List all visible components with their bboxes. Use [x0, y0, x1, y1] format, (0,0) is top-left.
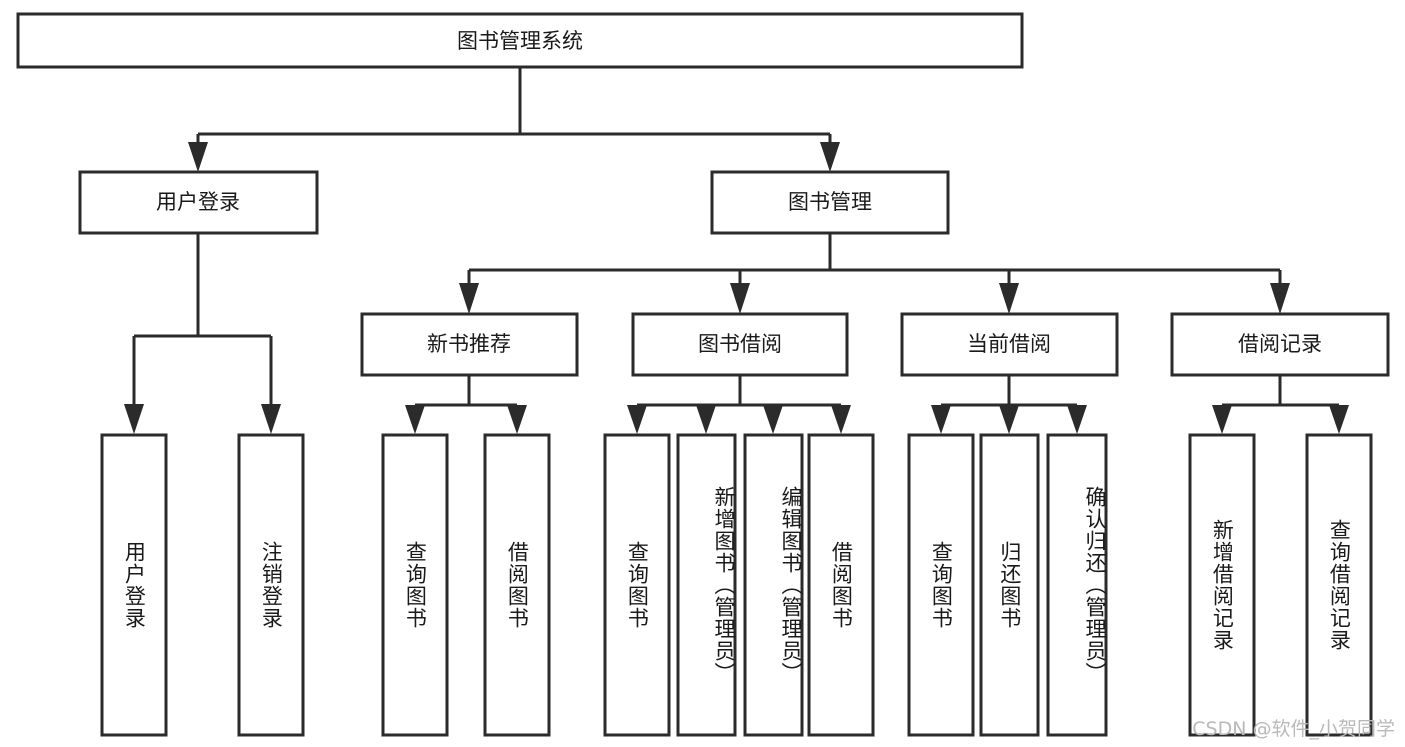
connector-group-current-borrow	[931, 375, 1087, 434]
arrow-head-leaf-record-add	[1212, 405, 1232, 434]
node-new-book-recommend[interactable]: 新书推荐	[360, 312, 579, 377]
node-borrow-record-label: 借阅记录	[1238, 332, 1322, 356]
arrow-head-book-manage	[820, 142, 840, 172]
node-root-box[interactable]	[16, 12, 1024, 69]
node-user-login[interactable]: 用户登录	[78, 170, 319, 235]
arrow-head-leaf-current-return-book	[999, 405, 1019, 434]
leaf-borrow-query-book-box[interactable]	[603, 433, 671, 737]
node-current-borrow-box[interactable]	[900, 312, 1119, 377]
arrow-head-leaf-borrow-borrow-book	[831, 405, 851, 434]
connector-group-new-book-recommend	[405, 375, 527, 434]
arrow-head-leaf-borrow-add-book	[696, 405, 716, 434]
node-new-book-recommend-label: 新书推荐	[427, 332, 511, 356]
node-book-borrow-label: 图书借阅	[698, 332, 782, 356]
leaf-user-login-box[interactable]	[100, 433, 168, 737]
node-current-borrow[interactable]: 当前借阅	[900, 312, 1119, 377]
arrow-head-leaf-user-login	[124, 404, 144, 434]
leaf-borrow-edit-book-box[interactable]	[743, 433, 804, 737]
node-current-borrow-label: 当前借阅	[967, 332, 1051, 356]
connector-group-user-login	[124, 233, 281, 434]
node-borrow-record-box[interactable]	[1170, 312, 1390, 377]
leaf-current-return-book-box[interactable]	[979, 433, 1040, 737]
connector-group-book-borrow	[627, 375, 851, 434]
node-book-borrow[interactable]: 图书借阅	[631, 312, 849, 377]
arrow-head-leaf-current-query-book	[931, 405, 951, 434]
node-borrow-record[interactable]: 借阅记录	[1170, 312, 1390, 377]
arrow-head-leaf-record-query	[1329, 405, 1349, 434]
leaf-rec-borrow-book-box[interactable]	[483, 433, 551, 737]
arrow-head-leaf-borrow-query-book	[627, 405, 647, 434]
connector-group-root	[188, 67, 840, 172]
node-book-manage-box[interactable]	[710, 170, 950, 235]
arrow-head-leaf-user-logout	[261, 404, 281, 434]
connector-group-book-manage	[459, 233, 1290, 314]
leaf-record-add-box[interactable]	[1188, 433, 1256, 737]
arrow-head-borrow-record	[1270, 283, 1290, 314]
node-book-manage-label: 图书管理	[788, 190, 872, 214]
arrow-head-user-login	[188, 142, 208, 172]
arrow-head-new-book-recommend	[459, 283, 479, 314]
connector-group-borrow-record	[1212, 375, 1349, 434]
leaf-user-logout-box[interactable]	[237, 433, 305, 737]
node-root[interactable]: 图书管理系统	[16, 12, 1024, 69]
leaf-current-confirm-return-box[interactable]	[1046, 433, 1108, 737]
leaf-record-query-box[interactable]	[1305, 433, 1373, 737]
arrow-head-book-borrow	[730, 283, 750, 314]
node-root-label: 图书管理系统	[457, 29, 583, 53]
arrow-head-current-borrow	[999, 283, 1019, 314]
arrow-head-leaf-current-confirm-return	[1067, 405, 1087, 434]
leaf-boxes	[100, 433, 1373, 737]
leaf-borrow-borrow-book-box[interactable]	[807, 433, 875, 737]
node-user-login-label: 用户登录	[156, 190, 240, 214]
leaf-current-query-book-box[interactable]	[907, 433, 975, 737]
node-book-manage[interactable]: 图书管理	[710, 170, 950, 235]
leaf-borrow-add-book-box[interactable]	[676, 433, 737, 737]
arrow-head-leaf-rec-borrow-book	[507, 405, 527, 434]
arrow-head-leaf-rec-query-book	[405, 405, 425, 434]
leaf-rec-query-book-box[interactable]	[381, 433, 449, 737]
node-new-book-recommend-box[interactable]	[360, 312, 579, 377]
node-user-login-box[interactable]	[78, 170, 319, 235]
arrow-head-leaf-borrow-edit-book	[763, 405, 783, 434]
node-book-borrow-box[interactable]	[631, 312, 849, 377]
